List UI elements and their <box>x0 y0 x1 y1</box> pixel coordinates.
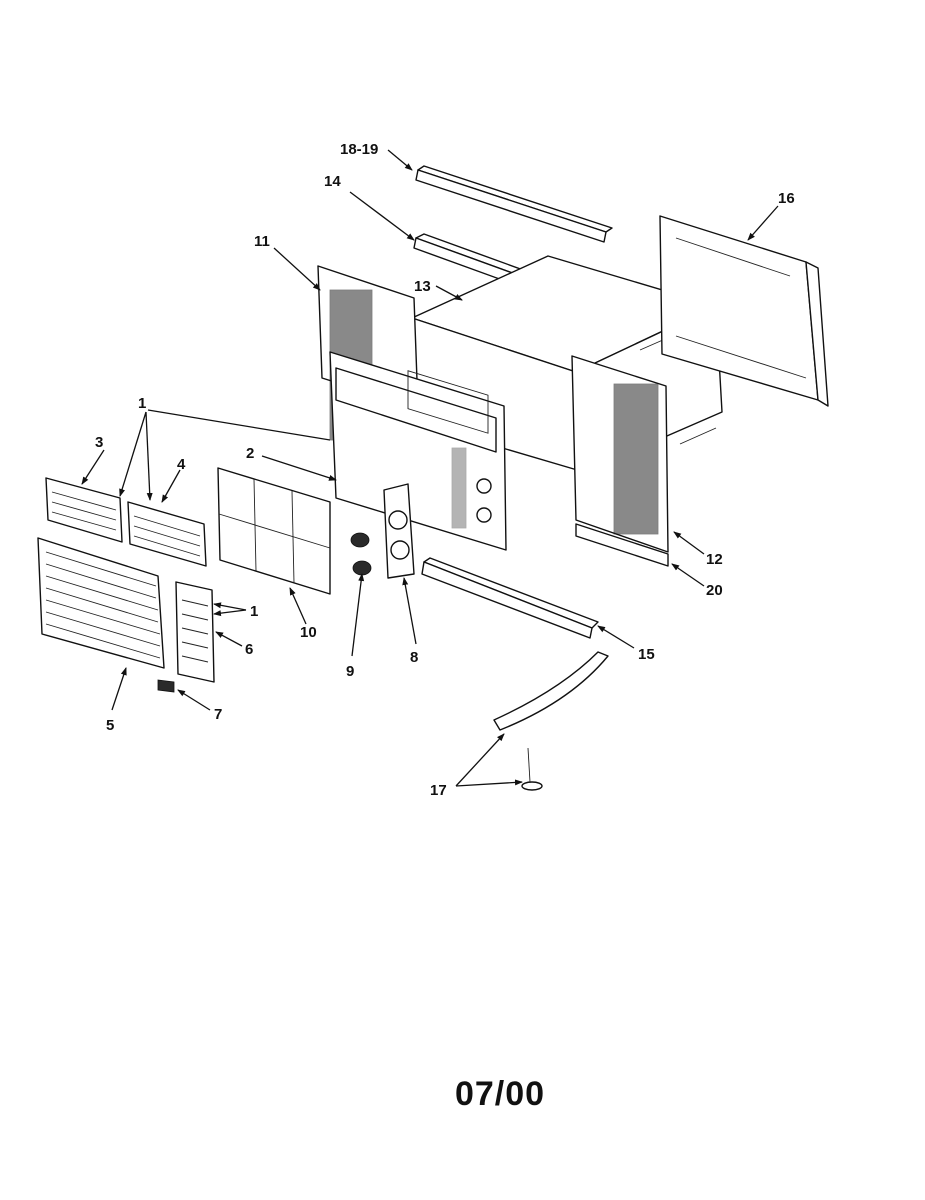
leader-lines <box>81 149 779 787</box>
callout-6: 6 <box>245 641 253 658</box>
callout-8: 8 <box>410 649 418 666</box>
part-front-frame <box>329 351 507 551</box>
callout-7: 7 <box>214 706 222 723</box>
callout-1-top: 1 <box>138 395 146 412</box>
callout-4: 4 <box>177 456 186 473</box>
callout-16: 16 <box>778 190 795 207</box>
part-front-grille <box>37 537 165 669</box>
callout-5: 5 <box>106 717 114 734</box>
callout-12: 12 <box>706 551 723 568</box>
callout-17: 17 <box>430 782 447 799</box>
date-code: 07/00 <box>454 1075 546 1113</box>
part-side-seal <box>575 523 669 567</box>
callout-3: 3 <box>95 434 103 451</box>
part-filter <box>217 467 331 595</box>
callout-9: 9 <box>346 663 354 680</box>
part-right-side-panel <box>571 355 669 553</box>
callout-13: 13 <box>414 278 431 295</box>
part-clip <box>157 679 175 693</box>
part-control-plate <box>383 483 415 579</box>
callout-20: 20 <box>706 582 723 599</box>
part-rear-panel <box>659 215 829 407</box>
part-side-grille <box>175 581 215 683</box>
part-support-bracket <box>493 651 609 791</box>
part-knobs <box>350 532 372 576</box>
part-right-louver <box>127 501 207 567</box>
callout-15: 15 <box>638 646 655 663</box>
callout-18-19: 18-19 <box>340 141 378 158</box>
callout-14: 14 <box>324 173 341 190</box>
callout-1-side: 1 <box>250 603 258 620</box>
callout-11: 11 <box>254 233 270 250</box>
part-left-louver <box>45 477 123 543</box>
part-top-rail <box>415 165 613 243</box>
callout-10: 10 <box>300 624 317 641</box>
part-base-rail <box>421 557 599 639</box>
callout-2: 2 <box>246 445 254 462</box>
